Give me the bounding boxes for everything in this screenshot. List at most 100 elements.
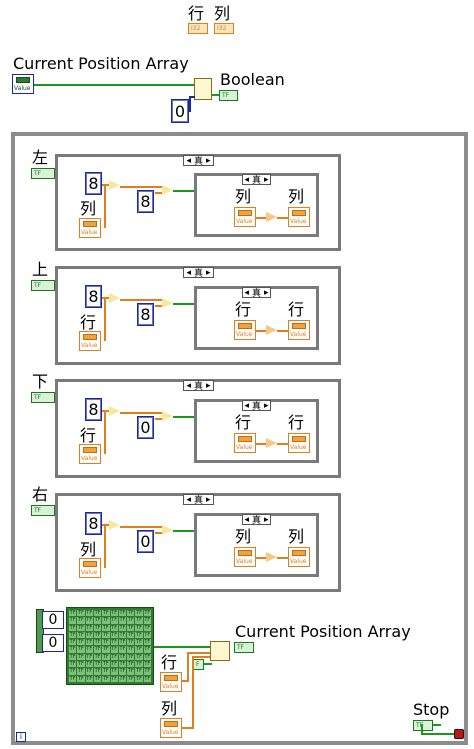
inner-right-in-label: 列 [235,527,252,546]
case-up-const-b[interactable]: 8 [137,303,154,326]
array-cell: TF [69,661,77,668]
case-down-add-node[interactable] [109,406,120,416]
current-position-array-local[interactable]: Value [12,74,34,94]
boolean-indicator: TF [219,90,238,101]
array-cell: TF [69,668,77,675]
bottom-row-var[interactable]: Value [160,672,182,692]
case-right-add-node[interactable] [109,520,120,530]
case-left-var[interactable]: Value [79,218,101,238]
case-down-compare-node[interactable] [162,411,173,421]
stop-terminal[interactable]: TF [413,720,433,731]
case-right-const-b[interactable]: 0 [137,530,154,553]
inner-right-out-var[interactable]: Value [288,547,310,567]
array-cell: TF [118,675,127,682]
case-down-const-b[interactable]: 0 [137,416,154,439]
array-cell: TF [118,639,127,646]
array-cell: TF [102,639,110,646]
inner-left-out-var[interactable]: Value [288,207,310,227]
array-cell: TF [110,639,118,646]
case-left-const-b[interactable]: 8 [137,190,154,213]
array-cell: TF [93,617,102,624]
case-left-compare-node[interactable] [162,185,173,195]
replace-array-subset-node[interactable] [210,641,230,661]
inner-case-up-selector[interactable]: ◂真▸ [242,287,271,299]
inner-up-op[interactable] [266,325,277,335]
case-up-add-node[interactable] [109,293,120,303]
inner-left-in-label: 列 [235,187,252,206]
case-up-compare-node[interactable] [162,298,173,308]
wire-u2 [104,299,106,341]
array-index-row[interactable]: 0 [42,611,64,629]
case-up-selector[interactable]: ◂真▸ [183,267,214,279]
array-cell: TF [85,624,93,631]
inner-right-op[interactable] [266,552,277,562]
index-array-node[interactable] [194,78,212,100]
case-left-label: 左 [32,148,49,167]
case-right-selector[interactable]: ◂真▸ [183,494,214,506]
array-cell: TF [118,661,127,668]
inner-case-right-selector[interactable]: ◂真▸ [242,514,271,526]
inner-left-in-var[interactable]: Value [234,207,256,227]
case-left-selector[interactable]: ◂真▸ [183,155,214,167]
array-cell: TF [135,617,143,624]
wire-u7 [277,330,288,332]
case-up-var[interactable]: Value [79,331,101,351]
inner-case-down-selector[interactable]: ◂真▸ [242,400,271,412]
case-down-var[interactable]: Value [79,444,101,464]
wire-array-top [34,84,196,86]
col-local-variable[interactable]: I32 [214,23,234,34]
array-cell: TF [93,653,102,661]
index-const[interactable]: 0 [171,99,189,123]
bottom-row-label: 行 [161,653,178,672]
inner-down-out-var[interactable]: Value [288,433,310,453]
array-cell: TF [127,631,135,639]
array-cell: TF [110,646,118,653]
array-cell: TF [93,668,102,675]
case-up-const-a[interactable]: 8 [85,285,102,308]
case-left-add-node[interactable] [109,180,120,190]
case-right-var[interactable]: Value [79,558,101,578]
inner-case-left-selector[interactable]: ◂真▸ [242,174,271,186]
array-cell: TF [127,624,135,631]
array-cell: TF [135,653,143,661]
inner-down-op[interactable] [266,438,277,448]
wire-d2 [104,412,106,454]
row-local-variable[interactable]: I32 [188,23,208,34]
array-cell: TF [69,646,77,653]
bottom-col-var[interactable]: Value [160,718,182,738]
false-const[interactable]: F [193,659,204,670]
array-cell: TF [110,653,118,661]
array-index-col[interactable]: 0 [42,634,64,652]
case-down-selector[interactable]: ◂真▸ [183,380,214,392]
wire-array-bottom [154,646,212,648]
case-down-const-a[interactable]: 8 [85,398,102,421]
inner-up-out-var[interactable]: Value [288,320,310,340]
array-cell: TF [118,653,127,661]
case-right-compare-node[interactable] [162,525,173,535]
iteration-terminal: i [16,732,26,742]
wire-b6 [192,656,210,658]
case-left-bool-terminal[interactable]: TF [31,168,55,179]
wire-l2 [104,186,106,228]
wire-stop2 [421,724,423,734]
inner-up-in-var[interactable]: Value [234,320,256,340]
boolean-label: Boolean [220,70,285,89]
array-cell: TF [77,668,85,675]
case-left-const-a[interactable]: 8 [85,172,102,195]
case-right-const-a[interactable]: 8 [85,512,102,535]
wire-b4 [182,727,194,729]
case-up-bool-terminal[interactable]: TF [31,280,55,291]
wire-index-h [189,96,195,98]
array-cell: TF [135,661,143,668]
case-right-bool-terminal[interactable]: TF [31,505,55,516]
array-cell: TF [118,617,127,624]
array-cell: TF [135,668,143,675]
current-position-array-label-top: Current Position Array [13,54,189,73]
inner-left-op[interactable] [266,212,277,222]
case-down-bool-terminal[interactable]: TF [31,392,55,403]
loop-condition-stop[interactable] [454,729,464,739]
inner-right-in-var[interactable]: Value [234,547,256,567]
array-cell: TF [77,631,85,639]
inner-down-in-var[interactable]: Value [234,433,256,453]
